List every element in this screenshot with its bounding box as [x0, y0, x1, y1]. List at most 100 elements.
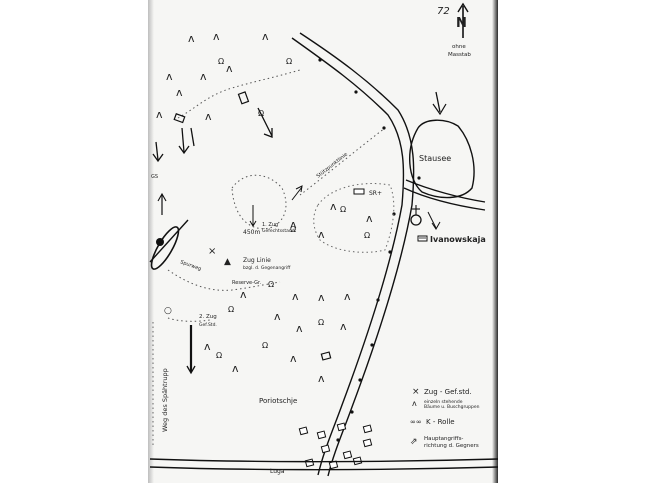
road-marker: [318, 58, 322, 62]
tree-icon: ʌ: [366, 212, 373, 225]
dotted-path-label: Stützpunktlinie: [316, 152, 349, 180]
bush-icon: Ω: [262, 341, 268, 350]
track-label: Spurweg: [179, 259, 202, 272]
river-label: Luga: [270, 468, 285, 475]
east-road: [403, 179, 486, 211]
house-icon: [336, 422, 347, 432]
main-road: [291, 32, 415, 477]
house-icon: [362, 424, 373, 434]
tree-icon: ʌ: [290, 352, 297, 365]
tree-icon: ʌ: [156, 108, 163, 121]
tree-icon: ʌ: [204, 340, 211, 353]
front-line-label: Zug Linie: [243, 257, 271, 264]
road-label: Weg des Spähtrupp: [161, 368, 169, 432]
south-village-label: Poriotschje: [259, 397, 297, 405]
house-icon: [320, 444, 331, 454]
village-houses: [298, 422, 373, 470]
bush-icon: Ω: [290, 225, 296, 234]
tree-icon: ʌ: [232, 362, 239, 375]
bush-icon: Ω: [318, 318, 324, 327]
hill-distance: 450m: [243, 229, 260, 236]
cannon-symbol: [149, 192, 189, 270]
legend-symbol-2: ∞∞: [410, 418, 422, 426]
position-markers: [173, 91, 332, 361]
mg-label: SR+: [369, 190, 382, 197]
tree-icon: ʌ: [262, 30, 269, 43]
tree-icon: ʌ: [226, 62, 233, 75]
legend-symbol-1: ʌ: [412, 399, 417, 408]
legend-label-3: Hauptangriffs-richtung d. Gegners: [424, 436, 479, 449]
road-marker: [388, 250, 392, 254]
scale-note-line-2: Masstab: [448, 52, 471, 58]
platoon-cross-icon: ×: [208, 246, 216, 257]
east-village: Ivanowskaja: [410, 205, 486, 244]
road-marker: [382, 126, 386, 130]
house-icon: [342, 450, 353, 460]
tree-icon: ʌ: [188, 32, 195, 45]
tree-icon: ʌ: [344, 290, 351, 303]
legend-label-0: Zug - Gef.std.: [424, 388, 472, 396]
reservoir-shape: Stausee: [409, 91, 475, 199]
house-icon: [304, 458, 315, 468]
road-marker: [392, 212, 396, 216]
platoon-marker-icon: ▲: [224, 257, 231, 267]
house-icon: [352, 456, 363, 466]
road-marker: [358, 378, 362, 382]
sheet-number: 72: [437, 6, 450, 17]
road-marker: [370, 343, 374, 347]
road-marker: [376, 298, 380, 302]
bush-icon: Ω: [286, 57, 292, 66]
north-letter: N: [456, 16, 467, 31]
attack-arrows: [152, 107, 273, 163]
pillbox-icon: ○: [164, 306, 172, 316]
edge-note: GS: [151, 174, 158, 180]
dotted-path-stuetzpunkt: [299, 127, 386, 196]
platoon-staff-label: 1. Zug: [262, 222, 278, 228]
road-marker: [350, 410, 354, 414]
road-marker: [336, 438, 340, 442]
front-line-sub: bzgl. d. Gegenangriff: [243, 265, 291, 271]
tree-icon: ʌ: [296, 322, 303, 335]
house-icon: [316, 430, 327, 440]
scale-note: ohne Masstab: [448, 44, 471, 58]
bush-icon: Ω: [228, 305, 234, 314]
sheet-left-edge: [148, 0, 154, 483]
dotted-path-reserve: [167, 269, 281, 291]
house-icon: [362, 438, 373, 448]
north-arrow: N ohne Masstab: [448, 2, 471, 58]
tree-icon: ʌ: [166, 70, 173, 83]
reservoir-label: Stausee: [419, 154, 451, 163]
hill-position: [231, 174, 287, 230]
bush-icon: Ω: [340, 205, 346, 214]
bush-icon: Ω: [268, 280, 274, 289]
tree-icon: ʌ: [318, 372, 325, 385]
road-markers: [318, 58, 421, 442]
tree-icon: ʌ: [318, 228, 325, 241]
tree-icon: ʌ: [340, 320, 347, 333]
east-village-label: Ivanowskaja: [430, 235, 486, 244]
tree-icon: ʌ: [205, 110, 212, 123]
house-icon: [298, 426, 309, 436]
legend-label-2: K - Rolle: [426, 418, 455, 426]
road-marker: [354, 90, 358, 94]
legend-symbol-0: ×: [412, 387, 420, 397]
tree-icon: ʌ: [318, 291, 325, 304]
tree-icon: ʌ: [176, 86, 183, 99]
bush-icon: Ω: [364, 231, 370, 240]
road-marker: [417, 176, 421, 180]
tree-icon: ʌ: [200, 70, 207, 83]
tree-icon: ʌ: [274, 310, 281, 323]
tree-icon: ʌ: [292, 290, 299, 303]
tree-icon: ʌ: [290, 218, 297, 231]
woodland-east: [313, 183, 395, 253]
bush-icon: Ω: [216, 351, 222, 360]
second-post-label: 2. Zug: [199, 314, 217, 320]
platoon-staff-sub: Gefechtsstand: [262, 228, 295, 234]
tree-icon: ʌ: [330, 200, 337, 213]
tree-icon: ʌ: [240, 288, 247, 301]
